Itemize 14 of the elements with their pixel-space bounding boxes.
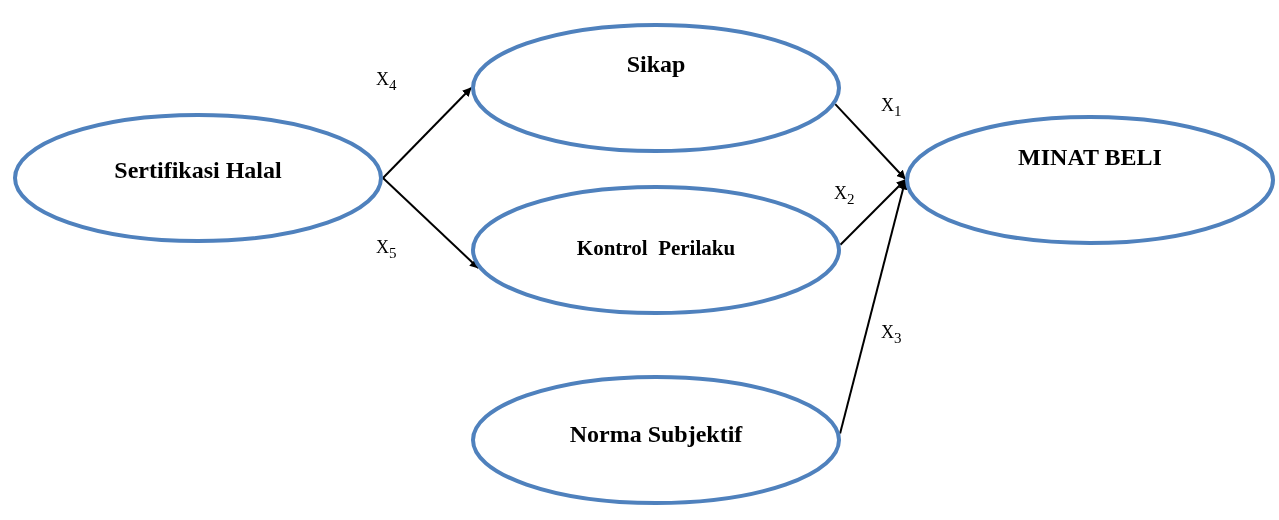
arrow [834,103,907,180]
edge-label: X$_{2}$ [834,184,855,207]
arrow [382,87,472,179]
node-label: Norma Subjektif [568,421,744,448]
edge-label: X$_{3}$ [881,323,902,346]
arrow [839,179,906,246]
node-label: Sertifikasi Halal [113,157,283,184]
arrow [382,177,480,269]
edge-label: X$_{4}$ [376,70,397,93]
edge-label: X$_{1}$ [881,96,902,119]
node-label: Sikap [625,51,687,78]
node-label: MINAT BELI [1017,144,1163,171]
node-label: Kontrol Perilaku [575,236,737,261]
edge-label: X$_{5}$ [376,238,397,261]
